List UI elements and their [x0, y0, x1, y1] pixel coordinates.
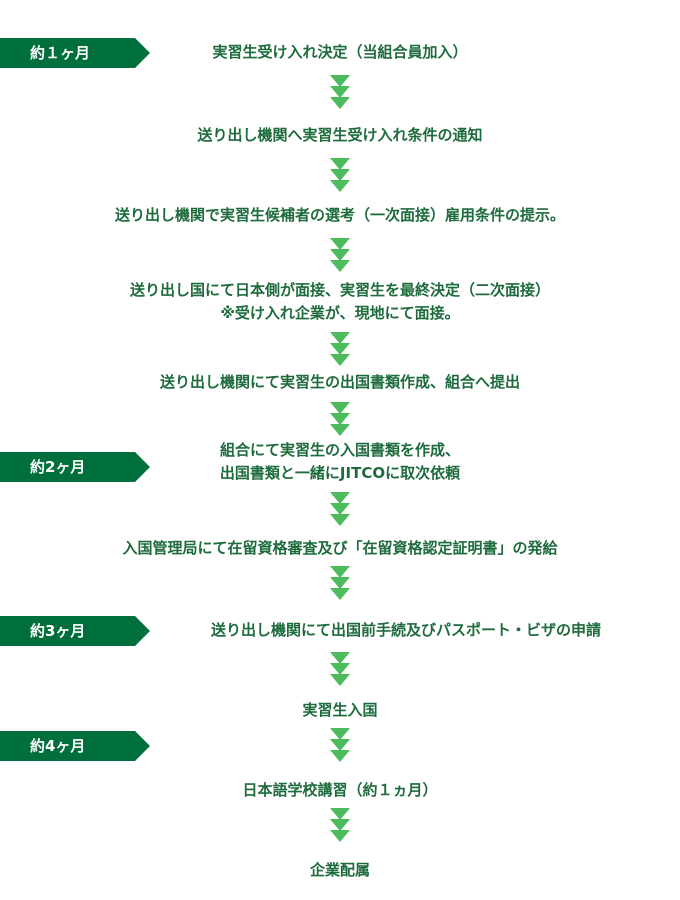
period-text: 約3ヶ月 [30, 622, 86, 640]
step-text: 送り出し国にて日本側が面接、実習生を最終決定（二次面接） [129, 281, 550, 299]
step-text: 組合にて実習生の入国書類を作成、 [219, 441, 460, 459]
down-arrow-icon [330, 332, 350, 366]
period-text: 約１ヶ月 [30, 44, 91, 62]
period-label-1: 約１ヶ月 [0, 38, 150, 68]
down-arrow-icon [330, 158, 350, 192]
step-text: 送り出し機関で実習生候補者の選考（一次面接）雇用条件の提示。 [114, 206, 565, 224]
step-9: 実習生入国 [0, 699, 680, 722]
step-text: 送り出し機関にて実習生の出国書類作成、組合へ提出 [159, 373, 520, 391]
step-4: 送り出し国にて日本側が面接、実習生を最終決定（二次面接） ※受け入れ企業が、現地に… [0, 279, 680, 325]
period-label-3: 約3ヶ月 [0, 616, 150, 646]
period-text: 約2ヶ月 [30, 458, 86, 476]
step-6: 組合にて実習生の入国書類を作成、出国書類と一緒にJITCOに取次依頼 [0, 439, 680, 485]
step-11: 企業配属 [0, 859, 680, 882]
down-arrow-icon [330, 566, 350, 600]
step-text: 企業配属 [309, 861, 370, 879]
step-text: 出国書類と一緒にJITCOに取次依頼 [219, 464, 461, 482]
step-text: 実習生入国 [302, 701, 378, 719]
down-arrow-icon [330, 492, 350, 526]
step-7: 入国管理局にて在留資格審査及び「在留資格認定証明書」の発給 [0, 537, 680, 560]
period-label-2: 約2ヶ月 [0, 452, 150, 482]
step-3: 送り出し機関で実習生候補者の選考（一次面接）雇用条件の提示。 [0, 204, 680, 227]
down-arrow-icon [330, 652, 350, 686]
step-1: 実習生受け入れ決定（当組合員加入） [0, 41, 680, 64]
step-text: 日本語学校講習（約１ヵ月） [242, 781, 438, 799]
down-arrow-icon [330, 808, 350, 842]
step-text: 実習生受け入れ決定（当組合員加入） [212, 43, 468, 61]
step-5: 送り出し機関にて実習生の出国書類作成、組合へ提出 [0, 371, 680, 394]
down-arrow-icon [330, 238, 350, 272]
down-arrow-icon [330, 402, 350, 436]
step-text: 送り出し機関にて出国前手続及びパスポート・ビザの申請 [210, 621, 601, 639]
step-2: 送り出し機関へ実習生受け入れ条件の通知 [0, 124, 680, 147]
period-text: 約4ヶ月 [30, 737, 86, 755]
step-text: 入国管理局にて在留資格審査及び「在留資格認定証明書」の発給 [122, 539, 558, 557]
down-arrow-icon [330, 728, 350, 762]
step-note: ※受け入れ企業が、現地にて面接。 [220, 304, 460, 322]
step-8: 送り出し機関にて出国前手続及びパスポート・ビザの申請 [66, 619, 680, 642]
step-10: 日本語学校講習（約１ヵ月） [0, 779, 680, 802]
period-label-4: 約4ヶ月 [0, 731, 150, 761]
step-text: 送り出し機関へ実習生受け入れ条件の通知 [197, 126, 483, 144]
down-arrow-icon [330, 75, 350, 109]
